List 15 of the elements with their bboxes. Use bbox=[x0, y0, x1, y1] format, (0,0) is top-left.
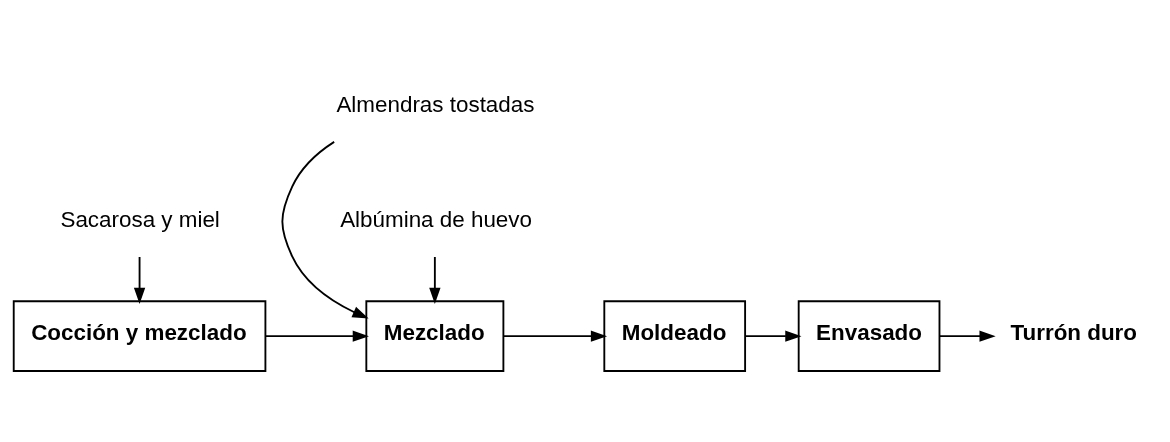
node-box: Envasado bbox=[797, 299, 941, 372]
arrow bbox=[133, 255, 146, 304]
node-box: Cocción y mezclado bbox=[12, 299, 267, 372]
arrow bbox=[502, 329, 608, 342]
node-text: Turrón duro bbox=[1010, 319, 1138, 345]
arrow bbox=[744, 329, 802, 342]
arrow bbox=[429, 255, 441, 304]
arrow bbox=[264, 329, 369, 342]
node-text: Albúmina de huevo bbox=[340, 206, 533, 232]
node-text: Sacarosa y miel bbox=[60, 206, 220, 232]
arrow bbox=[938, 329, 996, 342]
node-box: Moldeado bbox=[603, 299, 747, 372]
node-box: Mezclado bbox=[365, 299, 505, 372]
node-text: Almendras tostadas bbox=[336, 91, 535, 117]
arrow bbox=[281, 140, 369, 319]
